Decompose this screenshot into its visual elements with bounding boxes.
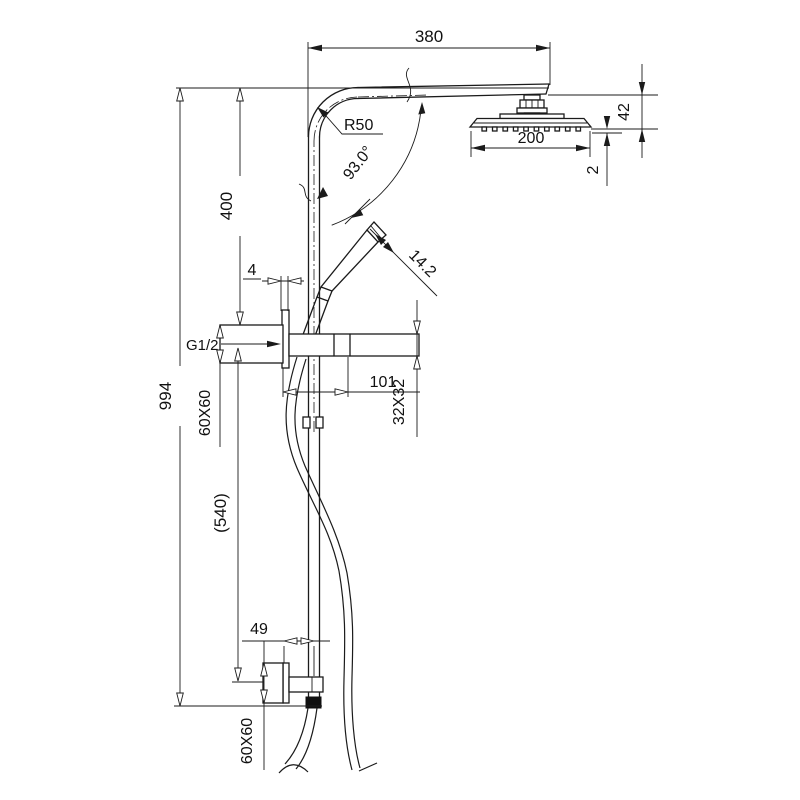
dim-head-edge: 2 xyxy=(585,116,611,186)
arm-break-mark xyxy=(405,67,412,103)
dim-angle-label: 93.0° xyxy=(340,143,377,183)
column-rotate-mark xyxy=(298,183,328,202)
dim-42-label: 42 xyxy=(616,103,633,121)
dim-380-label: 380 xyxy=(415,27,443,46)
dim-r50-label: R50 xyxy=(344,117,373,134)
bottom-bracket xyxy=(262,662,324,709)
dim-4-label: 4 xyxy=(248,262,257,279)
dim-400-label: 400 xyxy=(217,192,236,220)
dim-g12-label: G1/2 xyxy=(186,337,219,354)
dim-2-label: 2 xyxy=(585,165,602,174)
dim-arm-projection: 101 xyxy=(282,357,420,397)
head-nozzles xyxy=(481,126,582,132)
mid-bracket-arm xyxy=(288,333,420,357)
dim-101-label: 101 xyxy=(370,374,397,391)
shower-hose xyxy=(278,356,378,774)
dim-200-label: 200 xyxy=(518,130,545,147)
dim-60x60-bottom-label: 60X60 xyxy=(239,718,256,764)
lower-hose xyxy=(284,707,309,765)
dim-mid-bracket-profile: 60X60 xyxy=(197,324,224,447)
dim-32x32-label: 32X32 xyxy=(391,379,408,425)
dim-total-height: 994 xyxy=(156,87,184,707)
column-clip xyxy=(302,416,324,429)
bottom-bracket-plate xyxy=(282,662,290,704)
dim-540-label: (540) xyxy=(211,493,230,533)
dim-bottom-bracket-profile: 60X60 xyxy=(239,641,268,770)
dim-bend-radius: R50 xyxy=(317,107,383,135)
hand-shower xyxy=(300,221,387,345)
bottom-bracket-block xyxy=(262,662,284,704)
centerlines xyxy=(313,94,429,432)
dim-60x60-mid-label: 60X60 xyxy=(197,390,214,436)
dim-head-width: 200 xyxy=(470,130,591,157)
dim-bottom-offset: 49 xyxy=(242,621,330,676)
dim-head-drop: 42 xyxy=(616,64,646,158)
dim-upper-height: 400 xyxy=(217,87,244,326)
dim-49-label: 49 xyxy=(250,621,268,638)
hose-nut xyxy=(305,696,322,709)
overhead-arm xyxy=(357,67,550,103)
dim-hand-shower-width: 14.2 xyxy=(369,228,439,297)
head-flange xyxy=(499,113,565,120)
reference-lines xyxy=(174,87,658,707)
dim-plate-offset: 4 xyxy=(243,262,304,311)
ball-joint xyxy=(523,94,541,101)
dim-inlet-thread: G1/2 xyxy=(186,337,281,354)
rain-head-assembly xyxy=(468,94,593,132)
dim-arm-length: 380 xyxy=(307,27,551,137)
bottom-bracket-arm xyxy=(288,676,324,693)
dim-142-label: 14.2 xyxy=(405,247,439,281)
column-bend-inner xyxy=(318,97,359,138)
dim-lower-height: (540) xyxy=(211,347,264,683)
dim-arm-profile: 32X32 xyxy=(391,300,421,437)
dim-994-label: 994 xyxy=(156,382,175,410)
